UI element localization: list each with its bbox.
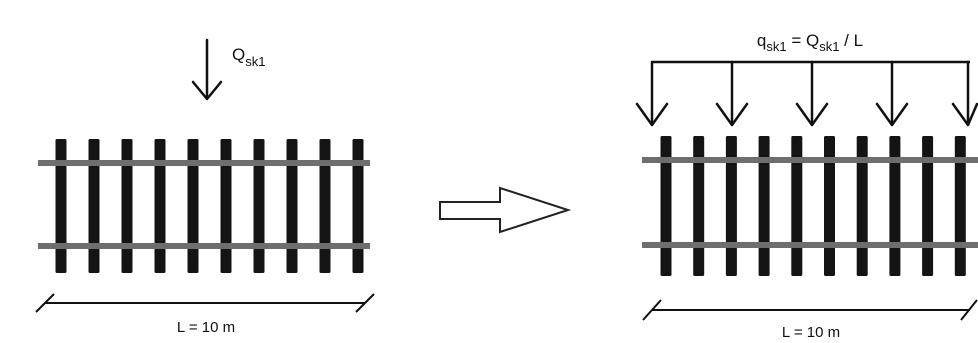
right-span-dimension [642,299,978,321]
right-panel: qsk1 = Qsk1 / L L = 10 m [635,31,978,341]
sleeper [55,139,67,273]
point-load-label: Qsk1 [232,45,265,69]
sleeper [824,136,835,276]
load-arrow-head [635,102,669,127]
sleeper [319,139,331,273]
sleeper [154,139,166,273]
rail [642,242,978,248]
load-arrow-head [875,102,909,127]
right-track [642,136,978,276]
sleeper [725,136,737,276]
left-span-label: L = 10 m [177,319,235,336]
rail [38,160,370,166]
sleeper [660,136,672,276]
load-arrow-head [795,102,829,127]
sleeper [954,136,966,276]
sleeper [121,139,133,273]
distributed-load-label: qsk1 = Qsk1 / L [757,31,863,54]
sleeper [220,139,232,273]
sleeper [187,139,199,273]
sleeper [253,139,265,273]
point-load-arrow [191,38,223,101]
left-span-dimension [35,293,375,313]
sleeper [88,139,100,273]
rail [642,157,978,163]
load-arrow-head [951,102,978,127]
distributed-load-arrows [635,60,978,127]
sleeper [758,136,770,276]
sleeper [352,139,364,273]
sleeper [286,139,298,273]
left-track [38,139,370,273]
sleeper [922,136,934,276]
transform-arrow-icon [439,186,572,234]
rail [38,243,370,249]
sleeper [693,136,705,276]
sleeper [889,136,901,276]
sleeper [856,136,868,276]
load-arrow-head [715,102,749,127]
left-panel: Qsk1 L = 10 m [35,38,375,336]
right-span-label: L = 10 m [782,324,840,341]
sleeper [791,136,803,276]
